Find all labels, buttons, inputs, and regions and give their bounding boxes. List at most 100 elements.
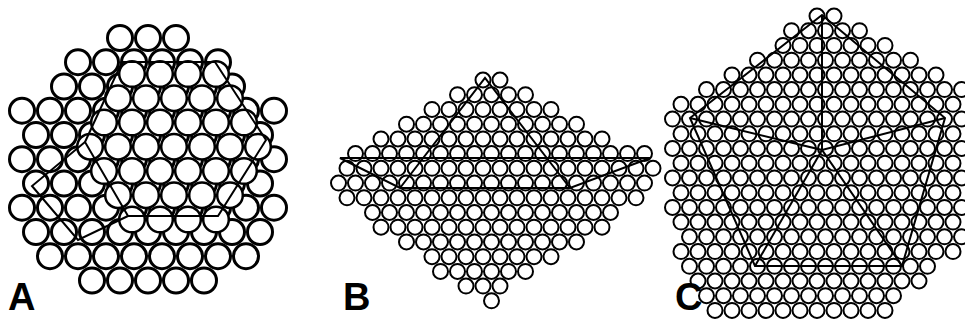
atom	[501, 234, 516, 249]
atom	[425, 249, 440, 264]
atom	[231, 110, 257, 136]
atom	[759, 97, 774, 112]
atom	[80, 74, 105, 99]
atom	[484, 293, 499, 308]
atom	[518, 234, 533, 249]
atom	[248, 220, 273, 245]
atom	[150, 244, 175, 269]
atom	[510, 220, 525, 235]
atom	[66, 195, 91, 220]
atom	[716, 141, 731, 156]
atom	[382, 205, 397, 220]
atom	[903, 141, 918, 156]
atom	[52, 171, 77, 196]
atom	[192, 268, 217, 293]
atom	[844, 303, 859, 318]
atom	[759, 274, 774, 289]
atom	[750, 82, 765, 97]
atom	[133, 134, 159, 160]
atom	[742, 215, 757, 230]
atom	[937, 229, 952, 244]
atom	[518, 205, 533, 220]
atom	[374, 220, 389, 235]
atom	[946, 244, 961, 259]
atom	[595, 131, 610, 146]
atom	[946, 126, 961, 141]
atom	[665, 141, 680, 156]
atom	[937, 82, 952, 97]
atom	[767, 141, 782, 156]
atom	[425, 102, 440, 117]
atom	[331, 176, 346, 191]
atom	[665, 112, 680, 127]
atom	[861, 38, 876, 53]
atom	[852, 288, 867, 303]
atom	[147, 207, 173, 233]
atom	[920, 82, 935, 97]
atom	[835, 288, 850, 303]
atom	[895, 185, 910, 200]
atom	[827, 244, 842, 259]
atom	[708, 303, 723, 318]
atom	[133, 182, 159, 208]
atom	[206, 244, 231, 269]
atom	[920, 200, 935, 215]
atom	[946, 97, 961, 112]
cluster-c-atoms	[665, 9, 965, 318]
atom	[365, 205, 380, 220]
atom	[691, 215, 706, 230]
atom	[861, 156, 876, 171]
atom	[527, 220, 542, 235]
atom	[844, 274, 859, 289]
atom	[203, 110, 229, 136]
atom	[175, 110, 201, 136]
atom	[793, 215, 808, 230]
atom	[827, 97, 842, 112]
atom	[784, 82, 799, 97]
atom	[784, 288, 799, 303]
atom	[946, 215, 961, 230]
atom	[119, 61, 145, 87]
atom	[94, 244, 119, 269]
atom	[493, 190, 508, 205]
atom	[674, 215, 689, 230]
atom	[733, 288, 748, 303]
atom	[108, 268, 133, 293]
atom	[262, 195, 287, 220]
panel-letter: B	[343, 278, 370, 316]
atom	[189, 134, 215, 160]
atom	[433, 234, 448, 249]
atom	[827, 274, 842, 289]
atom	[886, 288, 901, 303]
atom	[827, 185, 842, 200]
atom	[527, 102, 542, 117]
atom	[912, 274, 927, 289]
atom	[716, 229, 731, 244]
atom	[699, 82, 714, 97]
atom	[164, 268, 189, 293]
atom	[493, 220, 508, 235]
atom	[119, 207, 145, 233]
atom	[442, 161, 457, 176]
atom	[733, 141, 748, 156]
icosahedron-edge	[690, 118, 902, 266]
atom	[946, 156, 961, 171]
atom	[189, 85, 215, 111]
icosahedron-edge	[755, 150, 822, 266]
atom	[217, 134, 243, 160]
atom	[527, 161, 542, 176]
atom	[161, 134, 187, 160]
atom	[535, 234, 550, 249]
atom	[450, 234, 465, 249]
cluster-b-atoms	[331, 73, 661, 309]
atom	[24, 123, 49, 148]
atom	[767, 82, 782, 97]
atom	[861, 244, 876, 259]
cluster-a-atoms	[10, 26, 287, 294]
atom	[544, 249, 559, 264]
atom	[459, 279, 474, 294]
atom	[442, 220, 457, 235]
atom	[750, 112, 765, 127]
atom	[262, 98, 287, 123]
